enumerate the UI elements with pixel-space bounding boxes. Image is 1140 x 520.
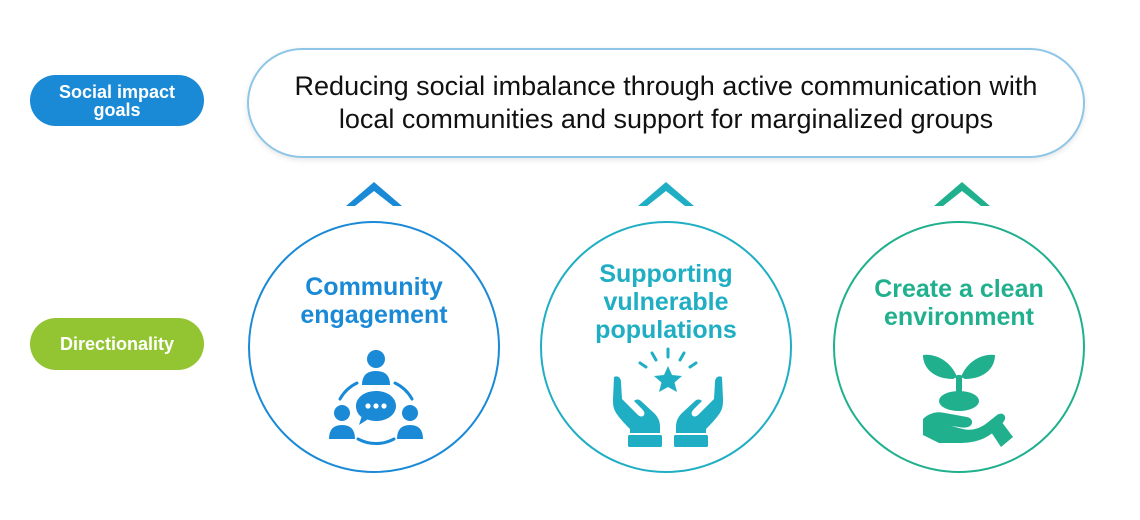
social-impact-goals-text: Social impact goals xyxy=(58,81,176,120)
goal-statement-box: Reducing social imbalance through active… xyxy=(247,48,1085,158)
direction-title: Community engagement xyxy=(300,273,448,329)
hands-star-icon xyxy=(613,347,723,447)
directionality-text: Directionality xyxy=(59,334,175,354)
chevron-up-icon xyxy=(346,182,402,206)
community-chat-icon xyxy=(329,350,423,446)
chevron-up-icon xyxy=(934,182,990,206)
direction-create-clean-environment: Create a clean environment xyxy=(833,221,1085,473)
social-impact-goals-label: Social impact goals xyxy=(30,75,204,126)
direction-title: Supporting vulnerable populations xyxy=(595,260,737,344)
direction-supporting-vulnerable-populations: Supporting vulnerable populations xyxy=(540,221,792,473)
direction-title: Create a clean environment xyxy=(874,275,1044,331)
goal-statement-text: Reducing social imbalance through active… xyxy=(294,71,1038,134)
hand-sprout-icon xyxy=(923,354,1013,447)
chevron-up-icon xyxy=(638,182,694,206)
directionality-label: Directionality xyxy=(30,318,204,370)
direction-community-engagement: Community engagement xyxy=(248,221,500,473)
